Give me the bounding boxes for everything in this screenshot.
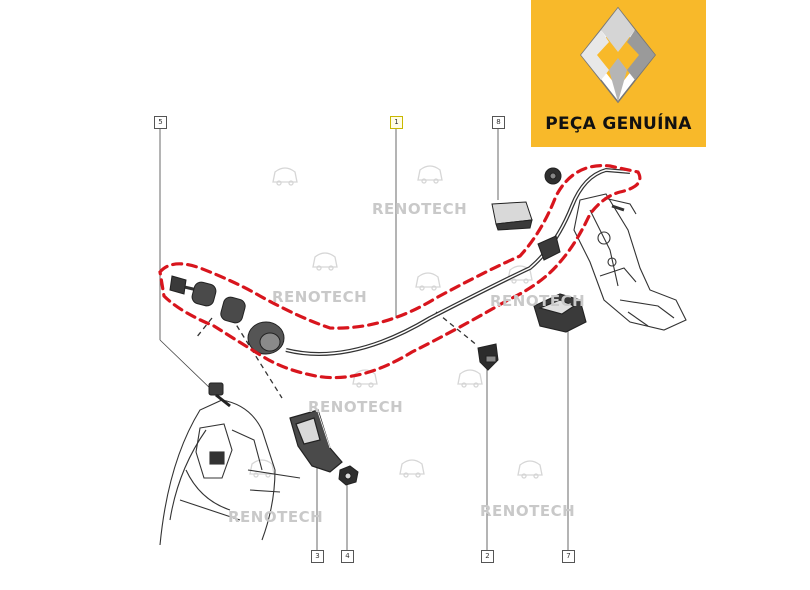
watermark-text: RENOTECH (372, 200, 468, 218)
callout-7: 7 (562, 550, 575, 563)
callout-8: 8 (492, 116, 505, 129)
watermark-car-icons (249, 165, 543, 479)
callout-1: 1 (390, 116, 403, 129)
leader-lines (159, 128, 569, 550)
pedal-bracket-part (533, 293, 587, 333)
callout-5: 4 (341, 550, 354, 563)
callout-2: 2 (481, 550, 494, 563)
watermark-text: RENOTECH (480, 502, 576, 520)
renault-diamond-logo-icon (580, 6, 656, 104)
genuine-part-badge: PEÇA GENUÍNA (531, 0, 706, 147)
watermark-text: RENOTECH (272, 288, 368, 306)
watermark-text: RENOTECH (308, 398, 404, 416)
assembly-dashes (195, 311, 479, 399)
clip-part (477, 343, 499, 371)
watermark-text: RENOTECH (228, 508, 324, 526)
cap-part (491, 201, 533, 231)
cable-highlight-outline (158, 163, 642, 380)
gearbox-housing (159, 399, 301, 546)
cable-end-fittings (169, 167, 562, 355)
watermark-text: RENOTECH (490, 292, 586, 310)
clutch-pedal-assembly (573, 193, 687, 331)
genuine-part-label: PEÇA GENUÍNA (545, 114, 692, 134)
callout-3: 3 (311, 550, 324, 563)
callout-4: 5 (154, 116, 167, 129)
cable-bracket (289, 409, 343, 473)
nut-part (338, 465, 359, 486)
bolt-part (208, 382, 231, 408)
